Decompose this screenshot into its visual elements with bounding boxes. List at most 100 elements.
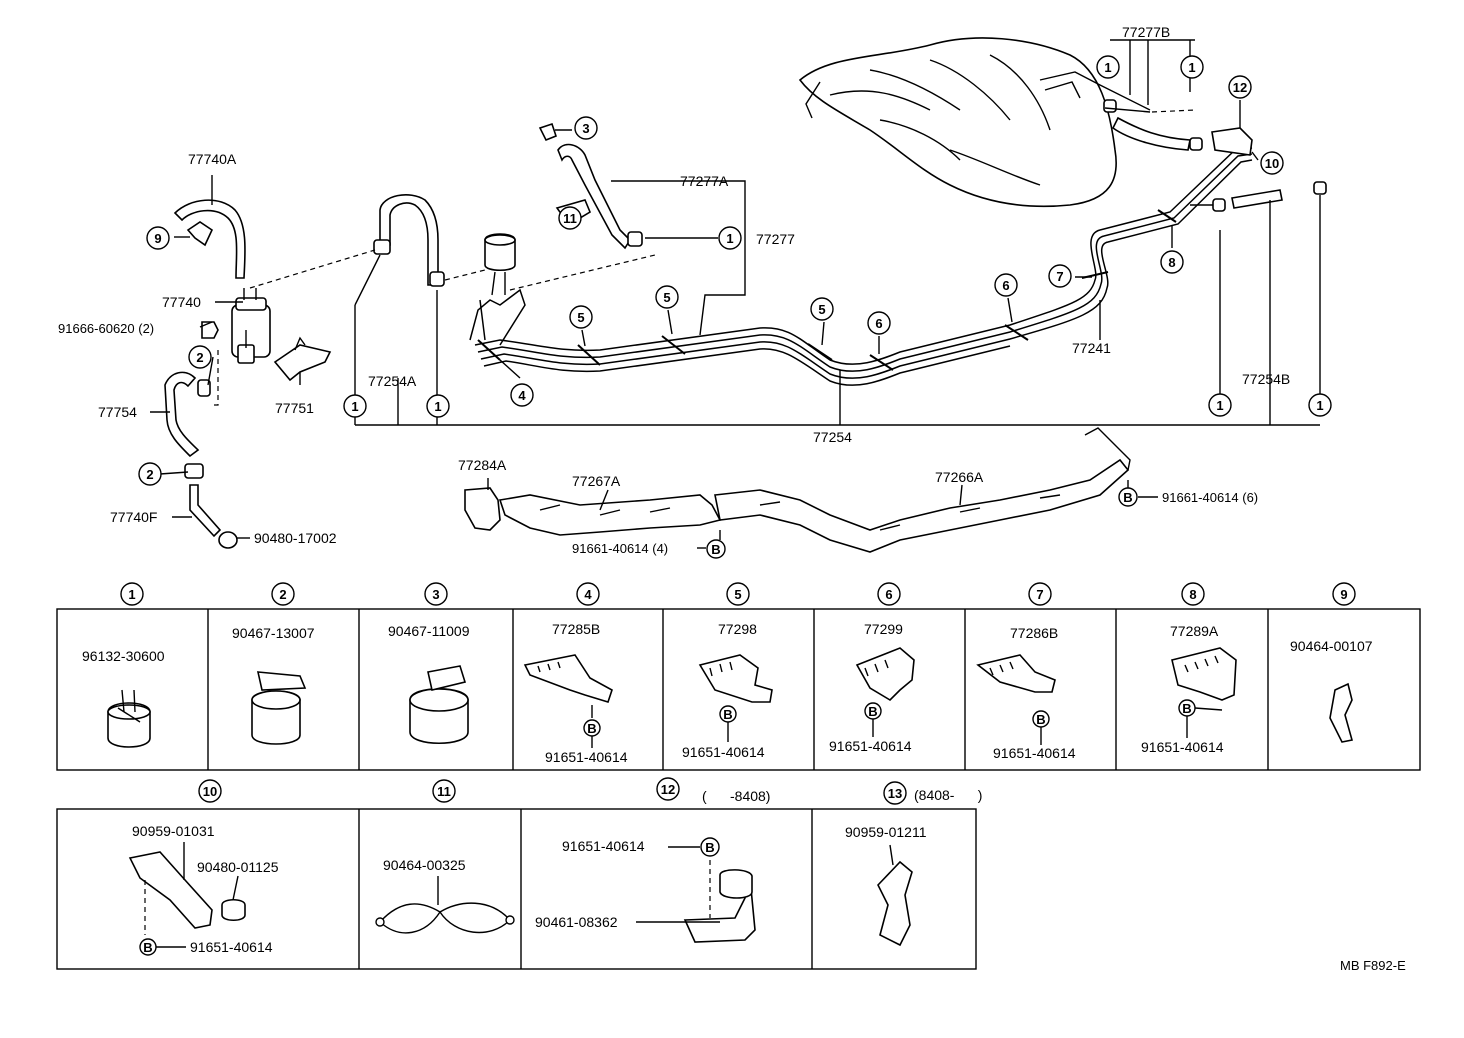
callout-77254: 77254: [813, 429, 852, 445]
bracket-77298-icon: B: [698, 654, 773, 742]
marker-2: 2: [188, 345, 212, 369]
fuel-pipe-protectors: [464, 427, 1131, 553]
marker-1: 1: [1308, 393, 1332, 417]
hose-clamp-icon: [251, 671, 307, 745]
cell-5-part: 77298: [718, 621, 757, 637]
table-header-5: 5: [726, 582, 750, 606]
callout-77254b: 77254B: [1242, 371, 1290, 387]
wire-clamp-icon: [375, 876, 515, 934]
cell-8-part: 77289A: [1170, 623, 1219, 639]
cell-4-part: 77285B: [552, 621, 600, 637]
svg-text:B: B: [587, 721, 596, 736]
svg-text:B: B: [723, 707, 732, 722]
svg-text:9: 9: [154, 231, 161, 246]
range-13: (8408- ): [914, 787, 982, 803]
svg-text:1: 1: [1188, 60, 1195, 75]
bracket-77299-icon: B: [855, 647, 915, 737]
cell-12-part2: 90461-08362: [535, 914, 618, 930]
parts-table-row-2: 10 11 12 13 ( -8408) (8408- ) 90959-0103…: [56, 777, 982, 970]
marker-4: 4: [510, 383, 534, 407]
svg-text:2: 2: [196, 350, 203, 365]
fuel-tank: [798, 37, 1151, 208]
svg-text:1: 1: [351, 399, 358, 414]
svg-text:12: 12: [661, 782, 675, 797]
svg-text:1: 1: [128, 587, 135, 602]
cell-10-part: 90959-01031: [132, 823, 215, 839]
marker-9: 9: [146, 226, 170, 250]
svg-text:5: 5: [577, 310, 584, 325]
cell-7-bolt: 91651-40614: [993, 745, 1076, 761]
svg-text:2: 2: [146, 467, 153, 482]
callout-91666: 91666-60620 (2): [58, 321, 154, 336]
callout-77740f: 77740F: [110, 509, 157, 525]
svg-text:4: 4: [584, 587, 592, 602]
bracket-77289a-icon: B: [1171, 647, 1237, 738]
marker-1: 1: [1208, 393, 1232, 417]
svg-text:13: 13: [888, 786, 902, 801]
clip-icon: [1329, 682, 1354, 743]
svg-text:3: 3: [432, 587, 439, 602]
svg-text:B: B: [705, 840, 714, 855]
cell-6-bolt: 91651-40614: [829, 738, 912, 754]
svg-text:B: B: [1123, 490, 1132, 505]
marker-10: 10: [1260, 151, 1284, 175]
table-header-11: 11: [432, 779, 456, 803]
marker-1: 1: [1096, 55, 1120, 79]
vsv-assembly: [164, 122, 656, 549]
svg-text:B: B: [143, 940, 152, 955]
svg-text:6: 6: [1002, 278, 1009, 293]
callout-77277b: 77277B: [1122, 24, 1170, 40]
holder-90959-01211-icon: [877, 844, 913, 947]
cell-10-bolt: 91651-40614: [190, 939, 273, 955]
parts-table-row-1: 1 2 3 4 5 6 7 8 9 96132-30600 90467-1300…: [56, 582, 1421, 771]
cell-13-part: 90959-01211: [845, 824, 927, 840]
svg-text:7: 7: [1056, 269, 1063, 284]
svg-text:7: 7: [1036, 587, 1043, 602]
callout-77254a: 77254A: [368, 373, 417, 389]
svg-text:1: 1: [1316, 398, 1323, 413]
callout-91661-4: 91661-40614 (4): [572, 541, 668, 556]
range-12: ( -8408): [702, 788, 770, 804]
svg-text:2: 2: [279, 587, 286, 602]
band-clamp-icon: [409, 665, 469, 745]
callout-90480-17002: 90480-17002: [254, 530, 337, 546]
svg-text:4: 4: [518, 388, 526, 403]
marker-8: 8: [1160, 250, 1184, 274]
bracket-90959-01031-icon: B: [128, 842, 246, 956]
callout-77754: 77754: [98, 404, 137, 420]
svg-text:9: 9: [1340, 587, 1347, 602]
callout-77266a: 77266A: [935, 469, 984, 485]
svg-text:B: B: [1036, 712, 1045, 727]
svg-text:5: 5: [663, 290, 670, 305]
svg-text:1: 1: [1104, 60, 1111, 75]
table-header-10: 10: [198, 779, 222, 803]
cell-11-part: 90464-00325: [383, 857, 466, 873]
callout-77284a: 77284A: [458, 457, 507, 473]
svg-text:10: 10: [1265, 156, 1279, 171]
callout-77241: 77241: [1072, 340, 1111, 356]
cell-7-part: 77286B: [1010, 625, 1058, 641]
marker-12: 12: [1228, 75, 1252, 99]
table-header-4: 4: [576, 582, 600, 606]
bracket-77285b-icon: B: [523, 654, 613, 748]
svg-text:11: 11: [563, 211, 577, 226]
part-callouts: 77740A 77740 91666-60620 (2) 77754 77740…: [58, 24, 1406, 973]
cell-12-part: 91651-40614: [562, 838, 645, 854]
svg-text:1: 1: [1216, 398, 1223, 413]
svg-text:B: B: [1182, 701, 1191, 716]
callout-77751: 77751: [275, 400, 314, 416]
cell-1-part: 96132-30600: [82, 648, 165, 664]
svg-text:10: 10: [203, 784, 217, 799]
table-header-3: 3: [424, 582, 448, 606]
pipe-clamps: [477, 209, 1177, 371]
cell-2-part: 90467-13007: [232, 625, 315, 641]
marker-b: B: [1118, 487, 1138, 507]
table-header-9: 9: [1332, 582, 1356, 606]
callout-77740a: 77740A: [188, 151, 237, 167]
marker-6: 6: [867, 311, 891, 335]
svg-text:6: 6: [885, 587, 892, 602]
marker-5: 5: [569, 305, 593, 329]
cell-9-part: 90464-00107: [1290, 638, 1373, 654]
marker-2: 2: [138, 462, 162, 486]
cell-5-bolt: 91651-40614: [682, 744, 765, 760]
